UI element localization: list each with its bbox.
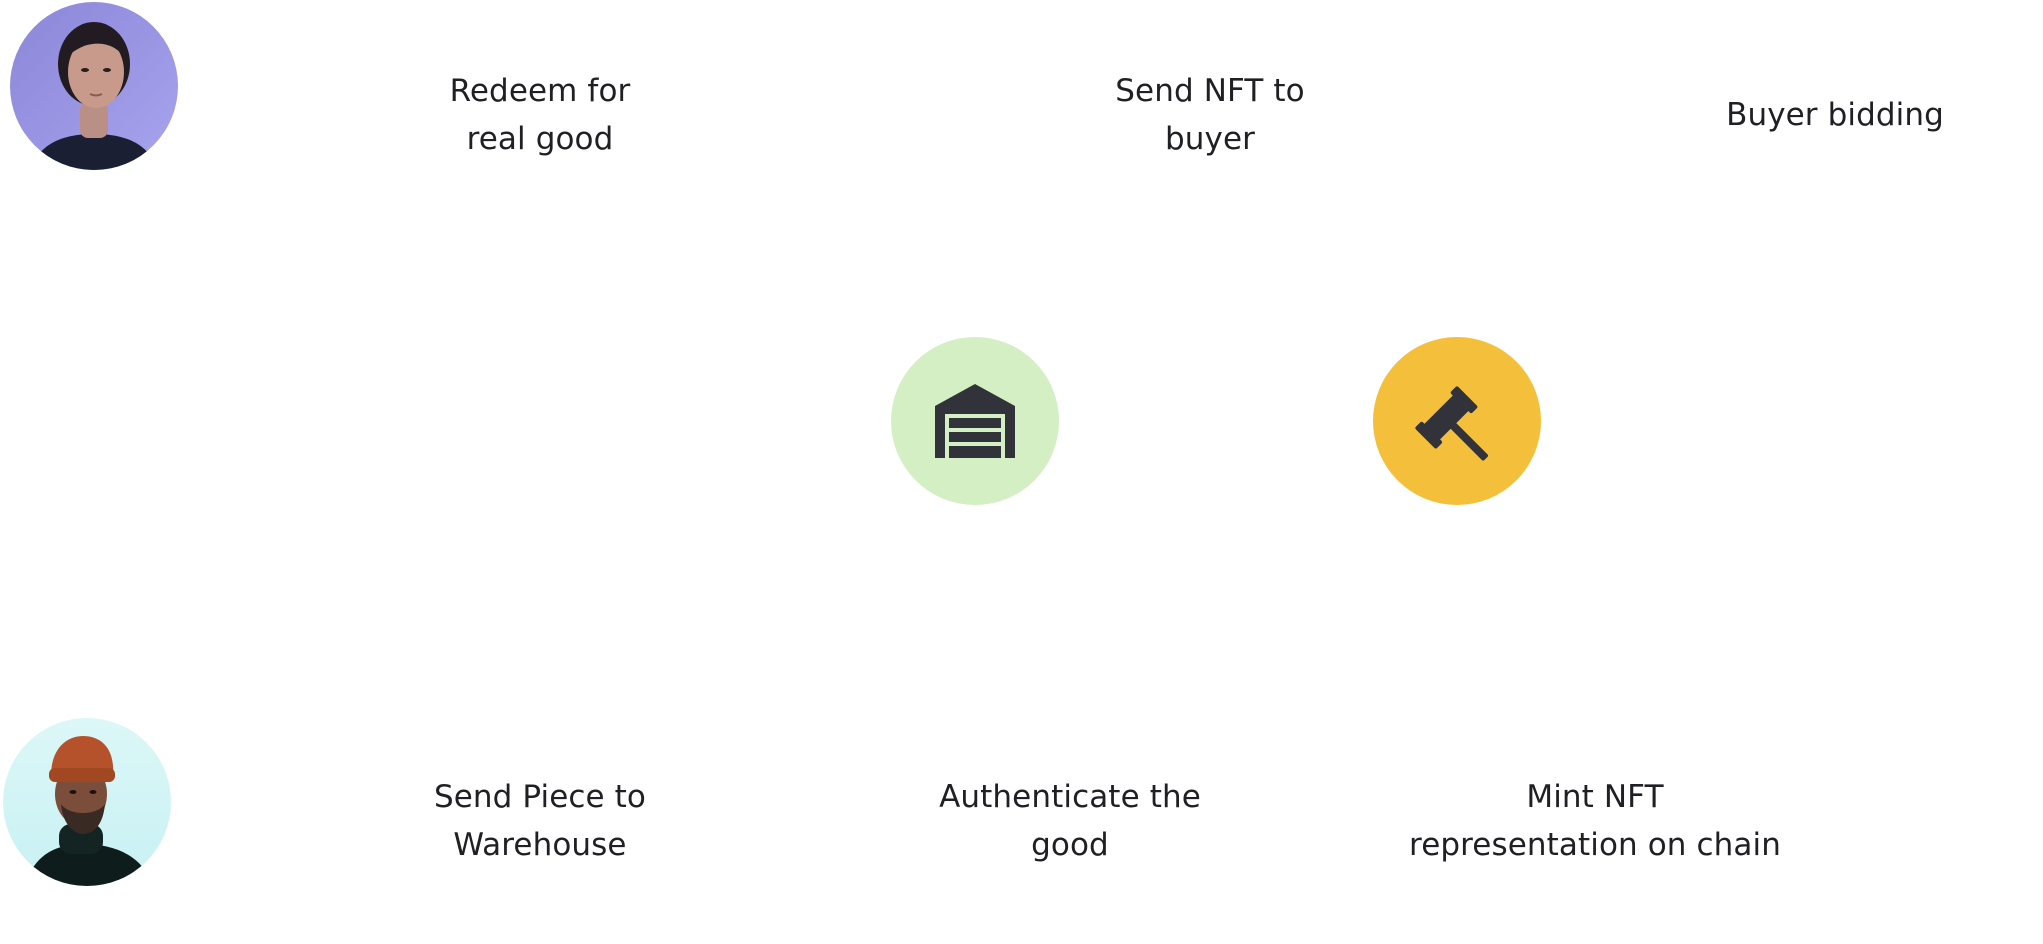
auction-node bbox=[1373, 337, 1541, 505]
step-label-line: Authenticate the bbox=[939, 779, 1201, 815]
step-label-line: good bbox=[1031, 827, 1109, 863]
step-label-buyer-bidding: Buyer bidding bbox=[1720, 91, 1950, 139]
step-label-line: Mint NFT bbox=[1526, 779, 1664, 815]
step-label-line: Redeem for bbox=[449, 73, 631, 109]
step-label-send-nft: Send NFT to buyer bbox=[1110, 67, 1310, 163]
step-label-redeem: Redeem for real good bbox=[440, 67, 640, 163]
man-avatar bbox=[3, 718, 171, 886]
step-label-send-piece: Send Piece to Warehouse bbox=[420, 773, 660, 869]
warehouse-icon bbox=[935, 384, 1015, 458]
step-label-mint: Mint NFT representation on chain bbox=[1400, 773, 1790, 869]
step-label-authenticate: Authenticate the good bbox=[920, 773, 1220, 869]
step-label-line: real good bbox=[466, 121, 614, 157]
step-label-line: representation on chain bbox=[1409, 827, 1781, 863]
step-label-line: Warehouse bbox=[453, 827, 627, 863]
step-label-line: Send Piece to bbox=[433, 779, 647, 815]
step-label-line: buyer bbox=[1165, 121, 1255, 157]
woman-avatar bbox=[10, 2, 178, 170]
step-label-line: Buyer bidding bbox=[1726, 97, 1944, 133]
gavel-icon bbox=[1415, 386, 1488, 461]
step-label-line: Send NFT to bbox=[1115, 73, 1305, 109]
warehouse-node bbox=[891, 337, 1059, 505]
